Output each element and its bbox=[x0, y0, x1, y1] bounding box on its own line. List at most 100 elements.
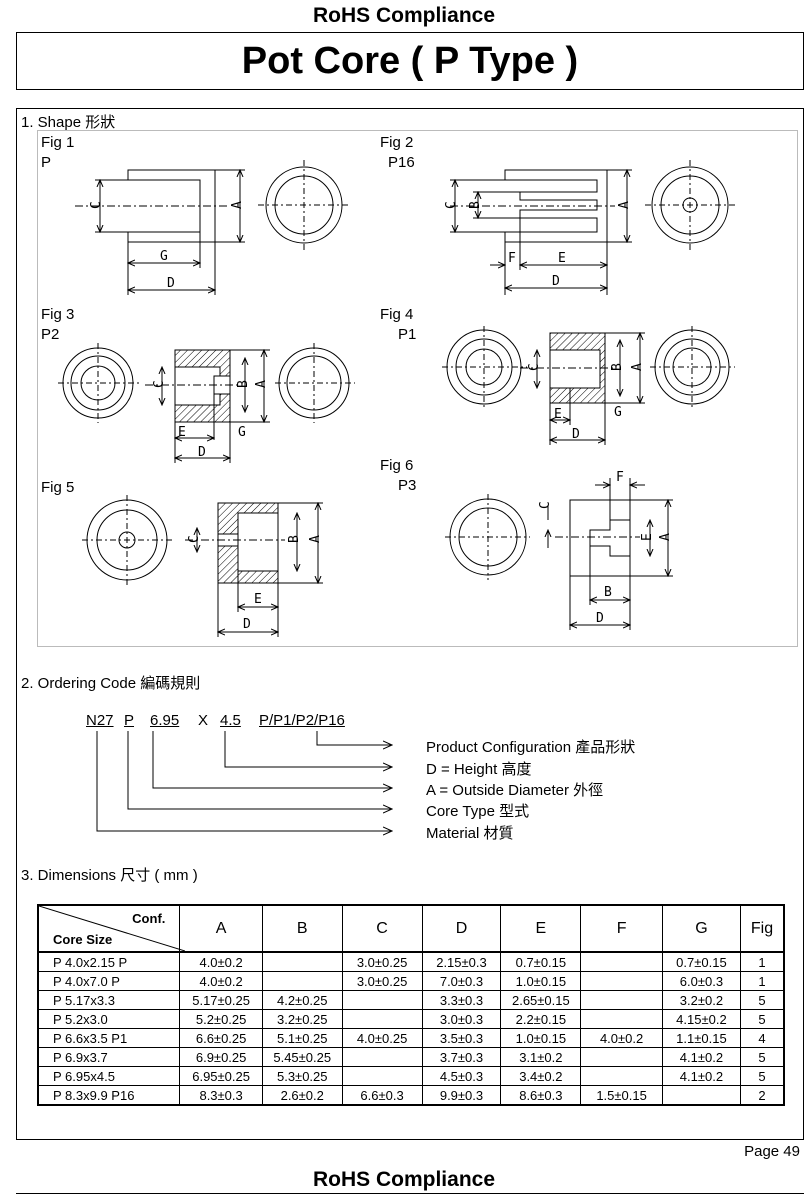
core-size-cell: P 5.17x3.3 bbox=[37, 990, 181, 1010]
dimension-cell bbox=[580, 971, 663, 991]
fig1-drawing: C A G D bbox=[75, 160, 350, 295]
corner-diagonal bbox=[39, 906, 185, 951]
dimension-cell bbox=[341, 1066, 423, 1086]
dimension-cell: 2.65±0.15 bbox=[500, 990, 582, 1010]
dimension-cell bbox=[580, 1047, 663, 1067]
svg-text:D: D bbox=[243, 617, 251, 632]
col-header: C bbox=[341, 904, 423, 953]
ordering-arrows bbox=[96, 731, 808, 840]
svg-text:D: D bbox=[552, 274, 560, 289]
fig5-label: Fig 5 bbox=[41, 479, 75, 496]
dimension-cell: 3.1±0.2 bbox=[500, 1047, 582, 1067]
dimension-cell: 6.6±0.3 bbox=[341, 1085, 423, 1106]
col-header: D bbox=[421, 904, 502, 953]
svg-text:A: A bbox=[230, 201, 245, 209]
col-header: G bbox=[661, 904, 741, 953]
dimension-cell: 6.95±0.25 bbox=[179, 1066, 263, 1086]
svg-text:A: A bbox=[617, 201, 632, 209]
corner-cell: Conf. Core Size bbox=[37, 904, 185, 953]
footer-rule bbox=[16, 1193, 804, 1194]
dimension-cell: 3.2±0.25 bbox=[261, 1009, 343, 1029]
dimension-cell: 8.3±0.3 bbox=[179, 1085, 263, 1106]
dimension-cell bbox=[341, 990, 423, 1010]
svg-text:A: A bbox=[308, 535, 323, 543]
svg-text:B: B bbox=[604, 585, 612, 600]
desc-configuration: Product Configuration 產品形狀 bbox=[426, 739, 636, 756]
dimension-cell: 4.5±0.3 bbox=[421, 1066, 502, 1086]
dimension-cell: 7.0±0.3 bbox=[421, 971, 502, 991]
svg-text:B: B bbox=[236, 380, 251, 388]
svg-text:F: F bbox=[508, 251, 516, 266]
svg-text:A: A bbox=[254, 380, 269, 388]
core-size-cell: P 6.95x4.5 bbox=[37, 1066, 181, 1086]
svg-text:D: D bbox=[167, 276, 175, 291]
dimension-cell bbox=[580, 951, 663, 972]
svg-text:G: G bbox=[160, 249, 168, 264]
fig4-drawing: C B A E G D bbox=[442, 326, 735, 445]
dimensions-table: Conf. Core Size A B C D E F G Fig P 4.0x… bbox=[37, 904, 785, 1106]
col-header: Fig bbox=[739, 904, 785, 953]
svg-text:F: F bbox=[616, 470, 624, 485]
svg-text:C: C bbox=[187, 535, 202, 543]
dimension-cell: 0.7±0.15 bbox=[500, 951, 582, 972]
core-size-cell: P 4.0x7.0 P bbox=[37, 971, 181, 991]
fig6-drawing: C E A F B D bbox=[445, 470, 673, 630]
core-size-cell: P 4.0x2.15 P bbox=[37, 951, 181, 972]
dimension-cell bbox=[580, 990, 663, 1010]
dimension-cell: 3.0±0.25 bbox=[341, 951, 423, 972]
col-header: E bbox=[500, 904, 582, 953]
dimension-cell: 4.0±0.2 bbox=[580, 1028, 663, 1048]
col-header: F bbox=[580, 904, 663, 953]
svg-text:B: B bbox=[468, 201, 483, 209]
code-separator: X bbox=[198, 712, 209, 729]
dimension-cell bbox=[341, 1009, 423, 1029]
svg-text:B: B bbox=[610, 363, 625, 371]
svg-text:G: G bbox=[614, 405, 622, 420]
dimension-cell: 6.6±0.25 bbox=[179, 1028, 263, 1048]
dimension-cell: 1.5±0.15 bbox=[580, 1085, 663, 1106]
fig2-drawing: C B A F E D bbox=[444, 160, 735, 295]
desc-material: Material 材質 bbox=[426, 825, 514, 842]
ordering-code: N27 P 6.95 X 4.5 P/P1/P2/P16 bbox=[0, 712, 808, 732]
header-top: RoHS Compliance bbox=[312, 4, 496, 27]
core-size-cell: P 5.2x3.0 bbox=[37, 1009, 181, 1029]
dimension-cell: 9.9±0.3 bbox=[421, 1085, 502, 1106]
dimension-cell: 1 bbox=[739, 951, 785, 972]
dimension-cell: 5.1±0.25 bbox=[261, 1028, 343, 1048]
dimension-cell: 4.0±0.25 bbox=[341, 1028, 423, 1048]
svg-text:C: C bbox=[538, 501, 553, 509]
dimension-cell: 4.1±0.2 bbox=[661, 1047, 741, 1067]
desc-core-type: Core Type 型式 bbox=[426, 803, 530, 820]
dimension-cell: 5.2±0.25 bbox=[179, 1009, 263, 1029]
dimension-cell: 1.0±0.15 bbox=[500, 1028, 582, 1048]
dimension-cell bbox=[580, 1066, 663, 1086]
figure-area bbox=[37, 130, 798, 647]
code-core-type: P bbox=[124, 712, 135, 729]
code-height: 4.5 bbox=[220, 712, 241, 729]
svg-text:E: E bbox=[254, 592, 262, 607]
dimension-cell: 3.3±0.3 bbox=[421, 990, 502, 1010]
dimension-cell: 3.7±0.3 bbox=[421, 1047, 502, 1067]
svg-text:D: D bbox=[596, 611, 604, 626]
svg-text:A: A bbox=[658, 533, 673, 541]
table-header-row: Conf. Core Size A B C D E F G Fig bbox=[37, 904, 785, 953]
svg-text:D: D bbox=[198, 445, 206, 460]
dimension-cell: 2.2±0.15 bbox=[500, 1009, 582, 1029]
dimension-cell: 4.1±0.2 bbox=[661, 1066, 741, 1086]
page-title: Pot Core ( P Type ) bbox=[16, 32, 804, 90]
svg-text:E: E bbox=[554, 407, 562, 422]
code-material: N27 bbox=[86, 712, 114, 729]
dimension-cell: 6.0±0.3 bbox=[661, 971, 741, 991]
col-header: A bbox=[179, 904, 263, 953]
code-diameter: 6.95 bbox=[150, 712, 180, 729]
dimension-cell: 2.6±0.2 bbox=[261, 1085, 343, 1106]
svg-text:C: C bbox=[527, 363, 542, 371]
dimension-cell bbox=[341, 1047, 423, 1067]
dimension-cell: 5.17±0.25 bbox=[179, 990, 263, 1010]
